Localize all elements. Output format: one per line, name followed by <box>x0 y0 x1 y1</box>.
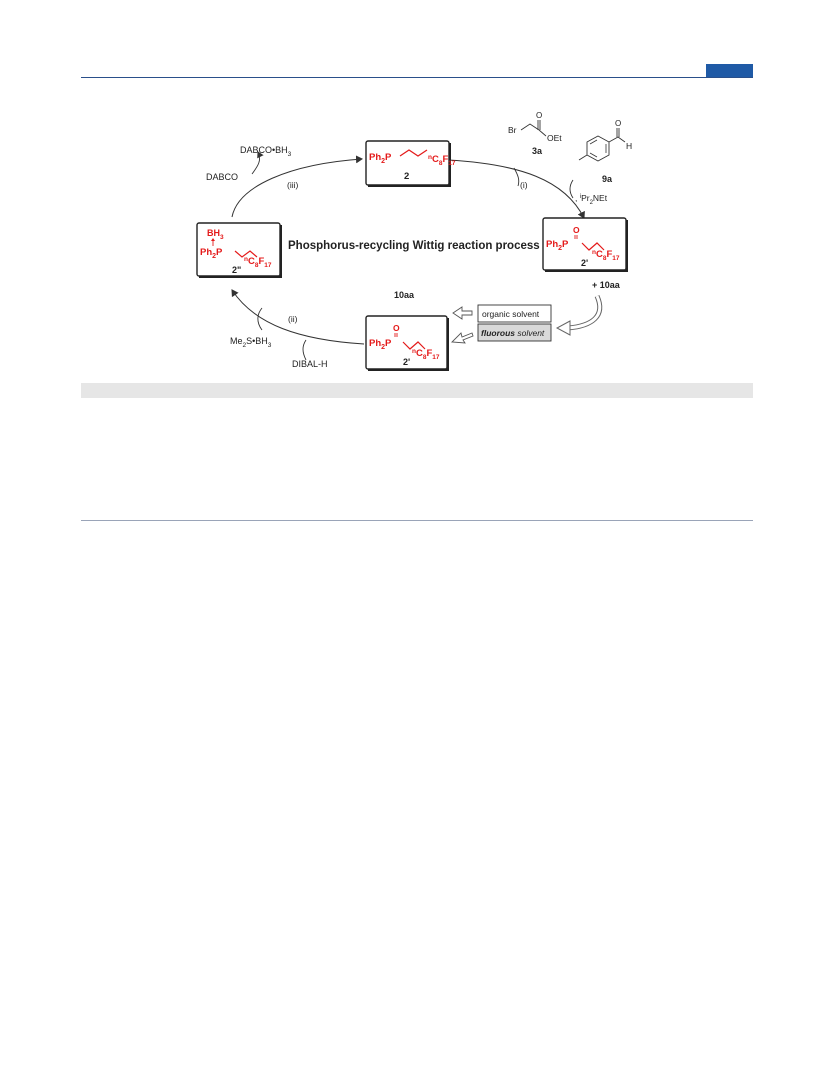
arrow-fluorous-to-2prime <box>450 332 474 344</box>
svg-text:nC8F17: nC8F17 <box>244 256 272 269</box>
svg-text:Ph2P: Ph2P <box>369 152 392 165</box>
reagent-dabco-bh3: DABCO•BH3 <box>240 145 292 158</box>
hook-dabco <box>251 151 264 175</box>
structure-3a: Br O OEt <box>508 111 562 143</box>
reagent-plus-10aa: + 10aa <box>592 280 621 290</box>
svg-text:BH3: BH3 <box>207 228 224 241</box>
label-compound-9a: 9a <box>602 174 613 184</box>
svg-text:O: O <box>615 119 621 128</box>
label-compound-2dbl: 2" <box>232 265 241 275</box>
arrow-separation <box>567 294 603 331</box>
label-compound-2prime-bottom: 2' <box>403 357 410 367</box>
svg-text:O: O <box>536 111 542 120</box>
svg-text:O: O <box>573 225 580 235</box>
caption-band <box>81 383 753 398</box>
journal-tab <box>706 64 753 77</box>
step-label-ii: (ii) <box>288 314 298 324</box>
step-label-iii: (iii) <box>287 180 298 190</box>
structure-9a: O H <box>578 119 632 162</box>
product-10aa: 10aa <box>394 290 415 300</box>
label-fluorous-solvent: fluorous solvent <box>481 328 545 338</box>
box-fluorous-solvent <box>477 323 552 342</box>
svg-text:Ph2P: Ph2P <box>546 239 569 252</box>
section-rule <box>81 520 753 521</box>
hook-dibal <box>302 339 307 361</box>
svg-text:nC8F17: nC8F17 <box>592 249 620 262</box>
svg-text:Ph2P: Ph2P <box>369 338 392 351</box>
label-compound-3a: 3a <box>532 146 543 156</box>
svg-text:Ph2P: Ph2P <box>200 247 223 260</box>
svg-text:O: O <box>393 323 400 333</box>
svg-text:Br: Br <box>508 125 517 135</box>
reaction-scheme: Ph2P nC8F17 2 O Ph2P nC8F17 2' BH3 Ph2P … <box>196 111 632 371</box>
arrow-step-i <box>447 159 585 219</box>
hook-9a <box>569 179 574 199</box>
reagent-dibal-h: DIBAL-H <box>292 359 328 369</box>
reagent-dabco: DABCO <box>206 172 238 182</box>
svg-text:nC8F17: nC8F17 <box>428 154 456 167</box>
hook-me2s <box>257 307 263 331</box>
reagent-me2s-bh3: Me2S•BH3 <box>230 336 272 349</box>
label-compound-2: 2 <box>404 171 409 182</box>
svg-text:H: H <box>626 141 632 151</box>
arrow-step-ii <box>231 289 365 345</box>
svg-text:OEt: OEt <box>547 133 562 143</box>
header-rule <box>81 77 753 78</box>
arrow-step-iii <box>231 155 363 218</box>
label-compound-2prime-right: 2' <box>581 258 588 268</box>
scheme-title: Phosphorus-recycling Wittig reaction pro… <box>288 240 540 252</box>
arrow-organic-to-10aa <box>452 306 473 320</box>
svg-text:nC8F17: nC8F17 <box>412 348 440 361</box>
reagent-base: , iPr2NEt <box>575 193 608 206</box>
box-organic-solvent <box>477 304 552 323</box>
step-label-i: (i) <box>520 180 528 190</box>
label-organic-solvent: organic solvent <box>482 309 540 319</box>
hook-3a <box>513 167 520 187</box>
